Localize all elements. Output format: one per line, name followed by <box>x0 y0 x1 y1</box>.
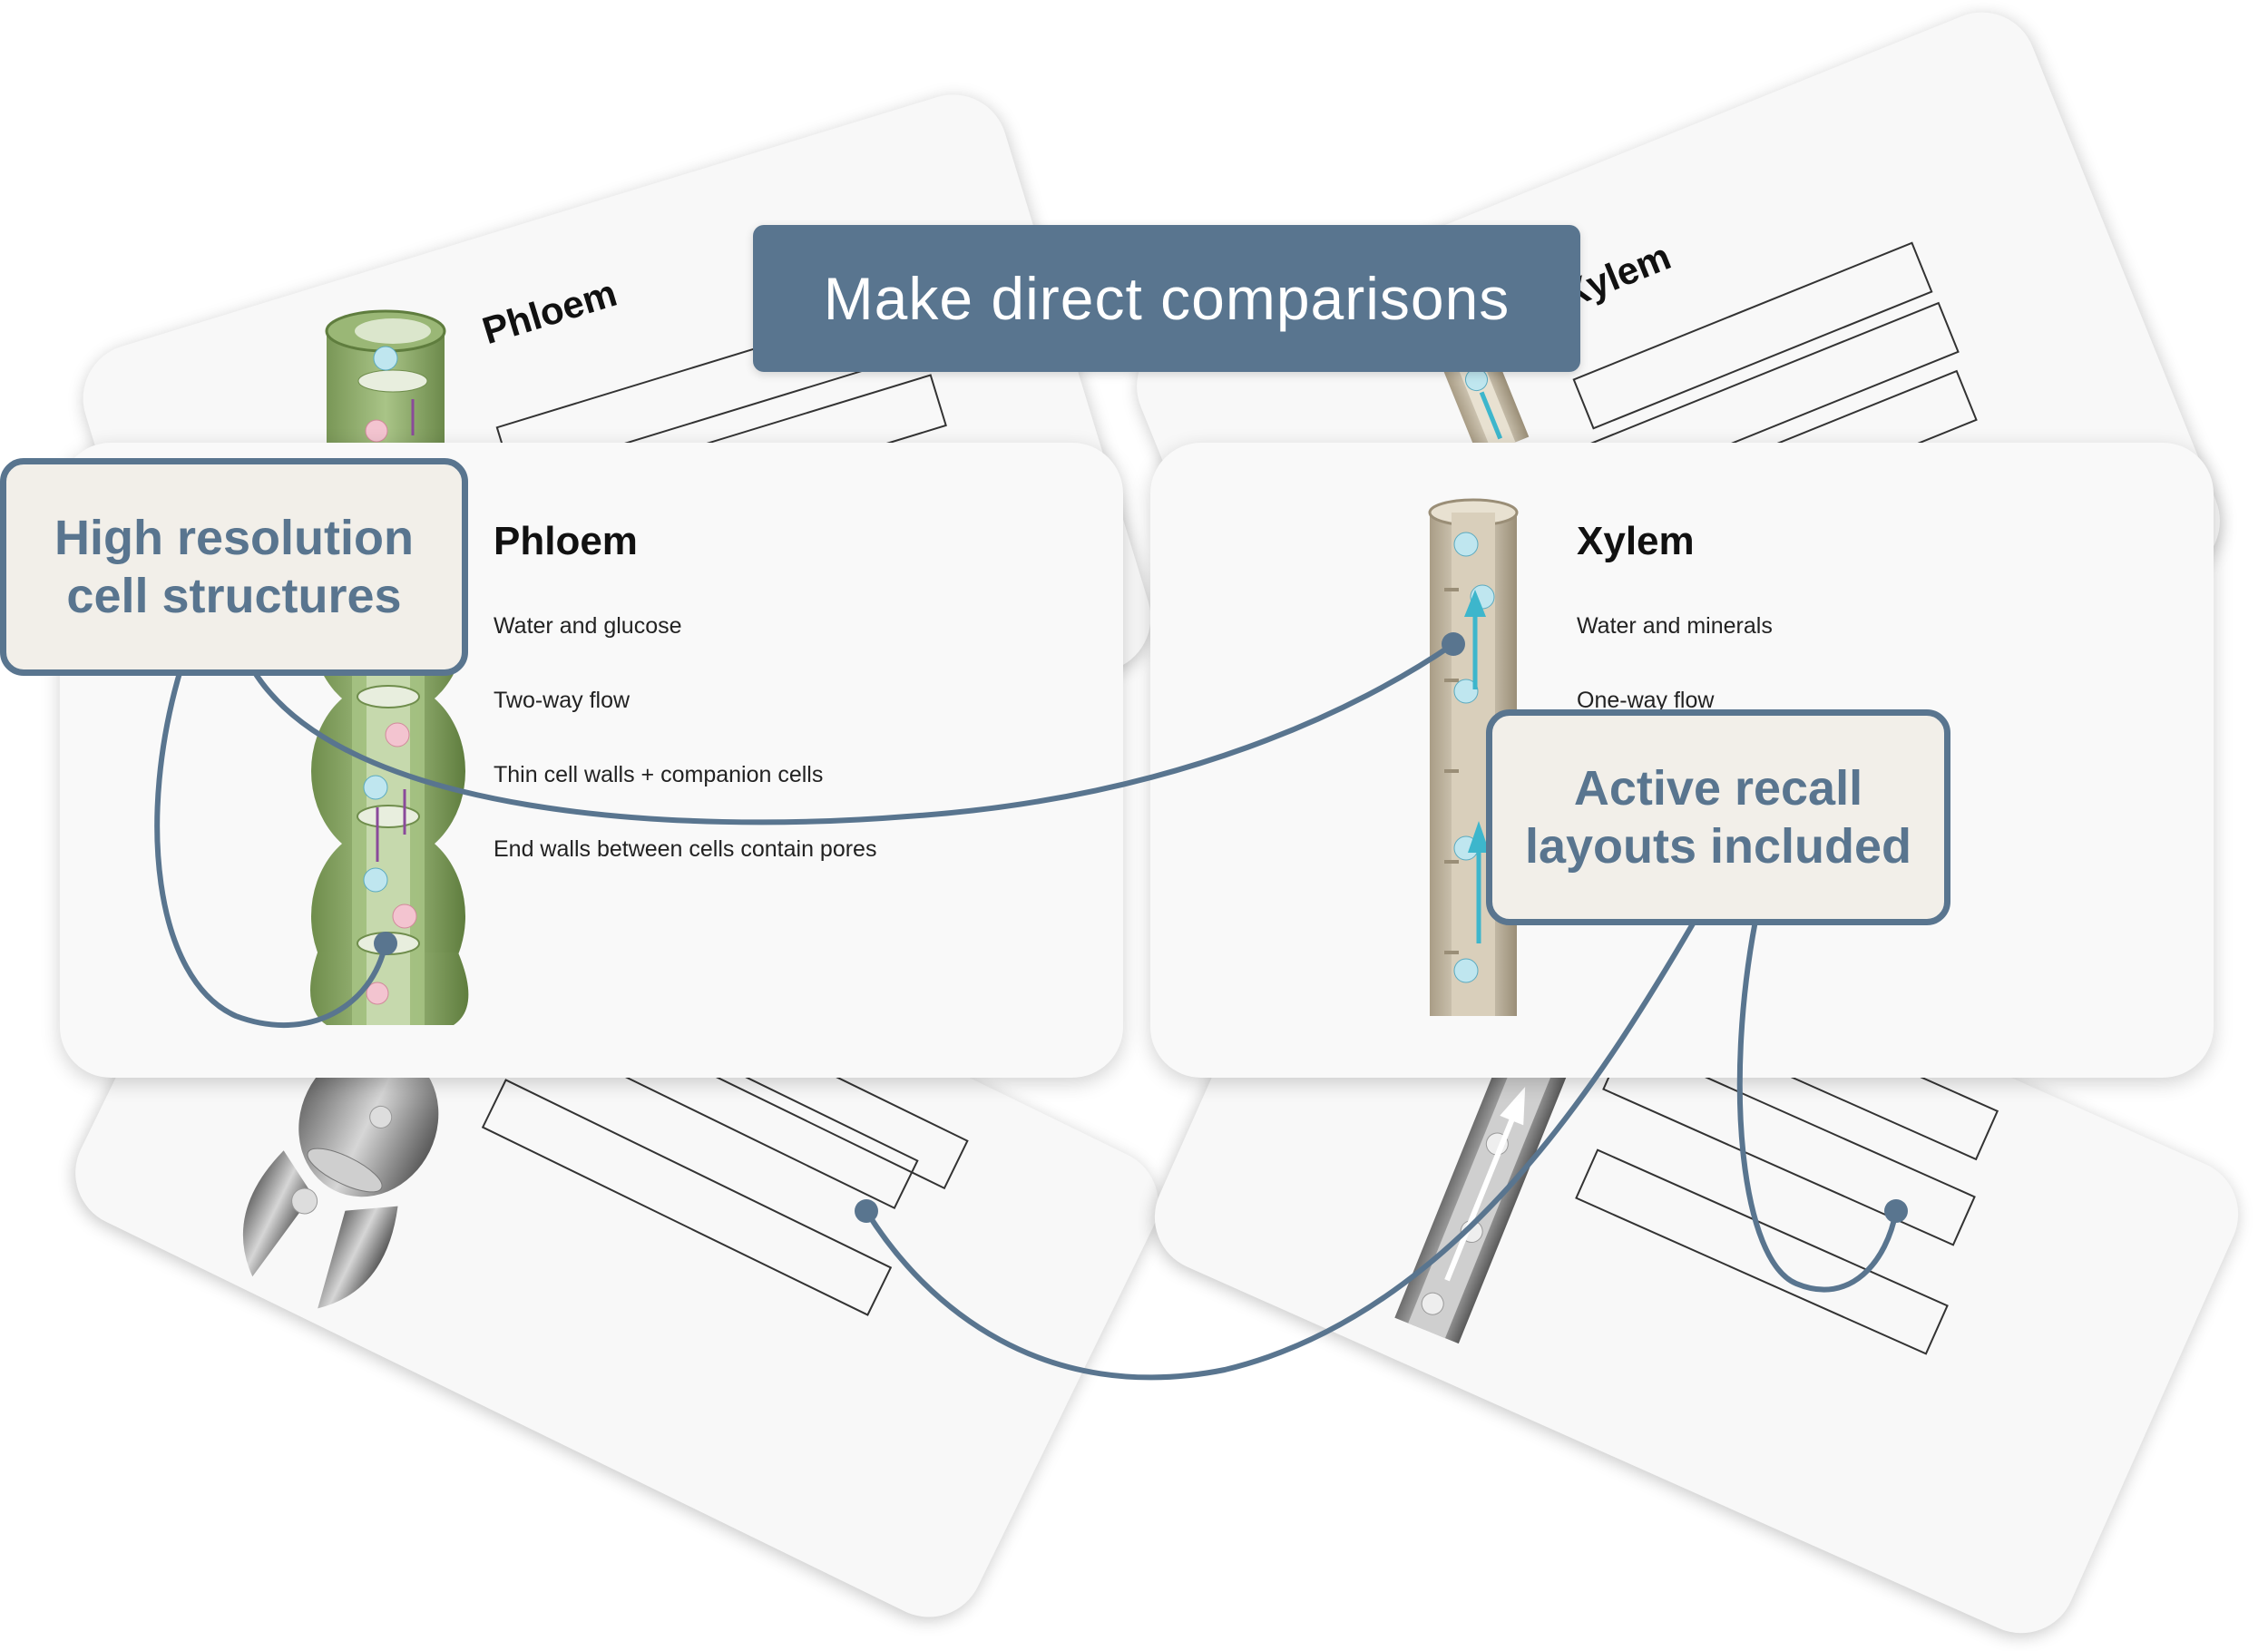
connector-dot <box>855 1199 878 1223</box>
phloem-title: Phloem <box>494 519 638 563</box>
xylem-title: Xylem <box>1577 519 1695 563</box>
phloem-fact: Two-way flow <box>494 688 631 713</box>
phloem-fact: Thin cell walls + companion cells <box>494 762 824 787</box>
callout-line: Active recall <box>1573 761 1863 816</box>
connector-dot <box>1884 1199 1908 1223</box>
connector-dot <box>1442 632 1465 656</box>
phloem-fact: End walls between cells contain pores <box>494 836 877 862</box>
callout-active-recall: Active recall layouts included <box>1486 709 1950 925</box>
connector-lines <box>154 632 1908 1381</box>
callout-high-resolution: High resolution cell structures <box>0 458 468 676</box>
callout-line: High resolution <box>54 511 414 565</box>
connector-dot <box>374 932 397 955</box>
callout-line: layouts included <box>1524 819 1912 874</box>
phloem-fact: Water and glucose <box>494 613 682 639</box>
xylem-fact: One-way flow <box>1577 688 1715 713</box>
callout-line: cell structures <box>66 569 402 623</box>
xylem-fact: Water and minerals <box>1577 613 1773 639</box>
grey-phloem-icon <box>242 1045 439 1309</box>
banner-title: Make direct comparisons <box>753 225 1580 372</box>
